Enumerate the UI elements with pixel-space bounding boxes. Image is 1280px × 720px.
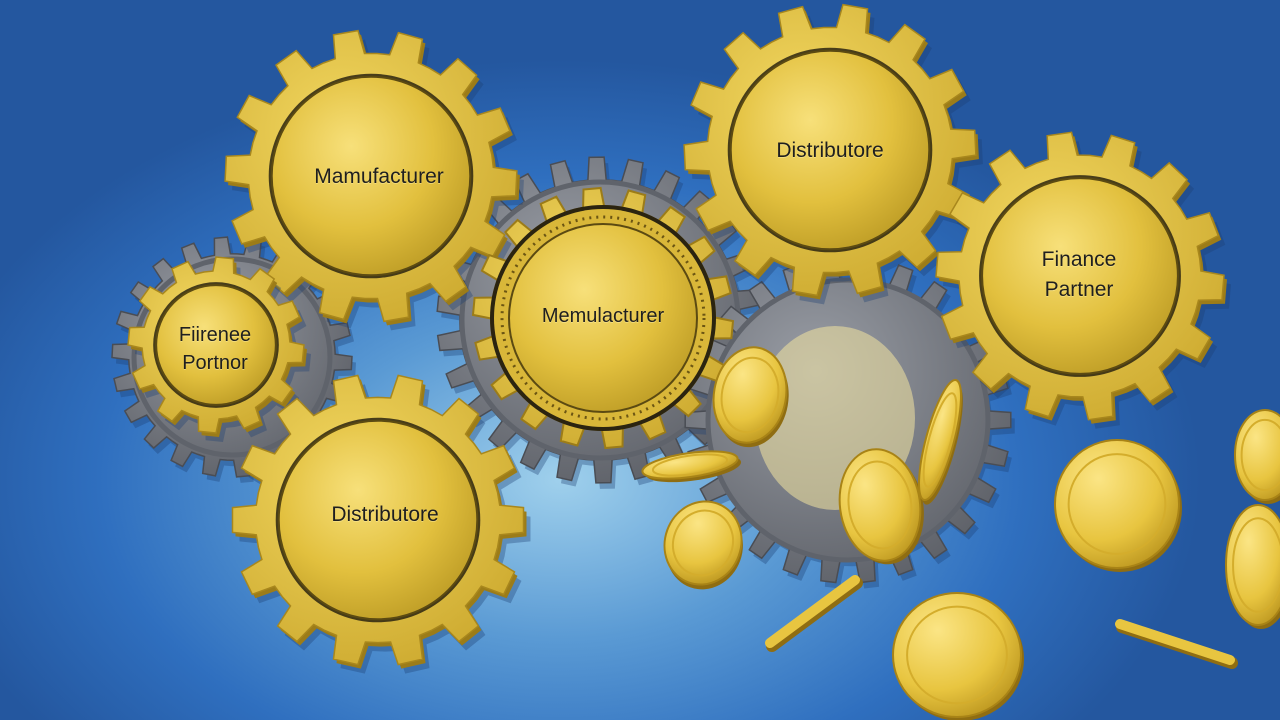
gear-label-finance-partner-left: Fiirenee Portnor [178,324,252,374]
gear-label-manufacturer-center: Memulacturer [541,305,665,327]
distributor-gear-bottom [231,374,531,674]
finance-partner-gear-right [935,131,1231,429]
manufacturer-gear-top [224,29,524,331]
distributor-gear-top [683,3,983,305]
gear-label-manufacturer-top: Mamufacturer [314,165,444,188]
gear-label-distributor-bottom: Distributore [331,503,439,526]
gear-label-finance-partner-right: Finance Partner [1041,248,1117,301]
gear-label-distributor-top: Distributore [776,139,884,162]
manufacturer-gear-center [471,186,735,450]
falling-coins [641,326,1280,720]
finance-partner-gear-left [127,256,311,442]
